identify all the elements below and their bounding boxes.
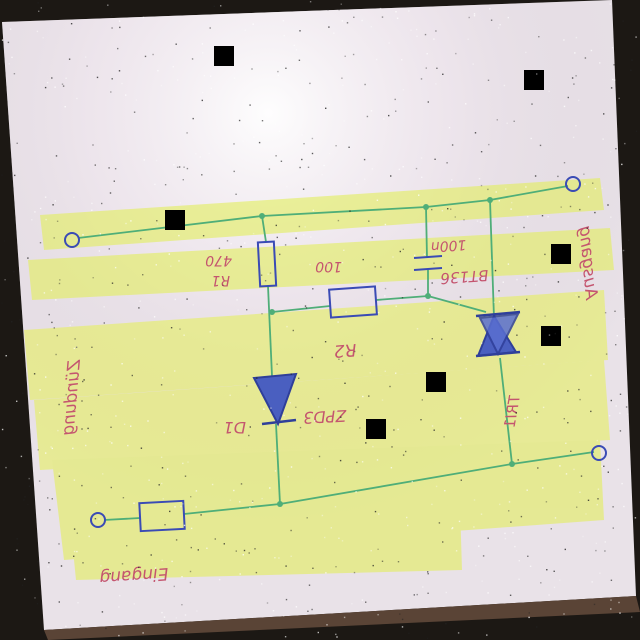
- highlighter-bands: [24, 178, 614, 580]
- terminals: [64, 176, 607, 528]
- wiring: [77, 185, 595, 521]
- label-r1-name: R1: [211, 272, 230, 288]
- label-r2-value: 100: [315, 258, 342, 274]
- capacitor-c1: [413, 255, 443, 271]
- label-r2-name: R2: [333, 339, 357, 361]
- label-r1-value: 470: [205, 252, 232, 268]
- resistor-r2: [328, 285, 378, 319]
- components: [138, 240, 443, 533]
- zener-diode-d1: [252, 372, 298, 427]
- label-triac-part: BT136: [440, 266, 489, 287]
- label-d1-part: ZPD3: [303, 406, 348, 427]
- triac-tri1: [475, 310, 521, 358]
- terminal-bottom-left: [90, 512, 106, 528]
- terminal-top-left: [64, 232, 80, 248]
- label-triac-name: TRI1: [500, 394, 524, 430]
- label-c1-value: 100n: [430, 236, 467, 254]
- paper-shadow: [44, 596, 640, 640]
- label-input: Eingang: [99, 563, 169, 588]
- junction-dots: [259, 197, 515, 507]
- label-d1-name: D1: [224, 418, 247, 437]
- resistor-input: [138, 499, 186, 533]
- terminal-top-right: [565, 176, 581, 192]
- resistor-r1: [256, 240, 278, 288]
- terminal-bottom-right: [591, 445, 607, 461]
- redaction-squares: [165, 46, 571, 439]
